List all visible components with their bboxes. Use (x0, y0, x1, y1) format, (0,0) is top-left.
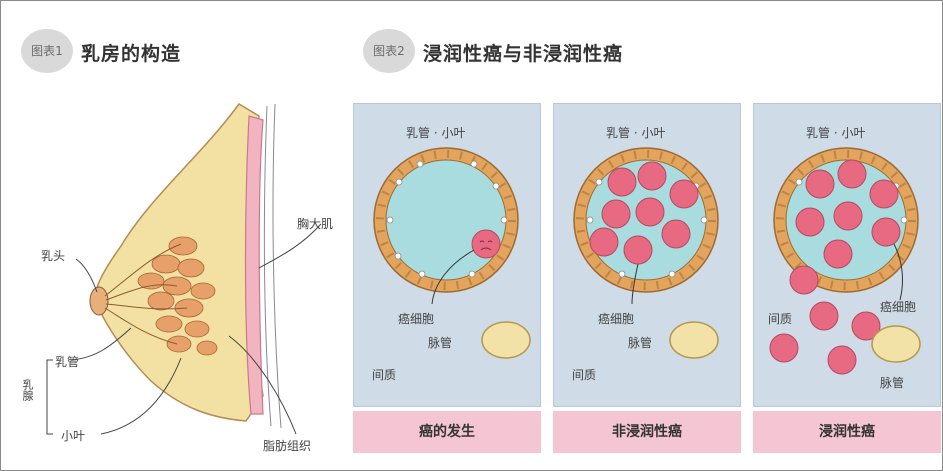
cancer-cell (472, 230, 500, 258)
panel-vessel-label: 脉管 (428, 334, 452, 351)
panel-stroma-label: 间质 (372, 366, 396, 383)
panel-noninvasive: 乳管 · 小叶 癌细胞 脉管 间质 (553, 103, 741, 407)
panel-invasive: 乳管 · 小叶 癌细胞 间质 脉管 (753, 103, 941, 407)
duct-cross-section (554, 104, 740, 406)
leader-nipple (76, 259, 97, 292)
panel-cell-label: 癌细胞 (880, 298, 916, 315)
rib-line (264, 106, 271, 426)
caption-noninvasive: 非浸润性癌 (553, 411, 741, 453)
rib-line (273, 104, 281, 428)
panel-cell-label: 癌细胞 (398, 310, 434, 327)
figure1-title: 乳房的构造 (81, 39, 181, 66)
figure1-badge: 图表1 (21, 29, 73, 73)
label-duct: 乳管 (55, 353, 79, 370)
label-fat-tissue: 脂肪组织 (263, 437, 311, 454)
caption-cancer-onset: 癌的发生 (353, 411, 541, 453)
panel-vessel-label: 脉管 (628, 334, 652, 351)
caption-invasive: 浸润性癌 (753, 411, 941, 453)
panel-cell-label: 癌细胞 (598, 310, 634, 327)
vessel (482, 322, 530, 358)
duct-cross-section (754, 104, 940, 406)
label-lobule: 小叶 (61, 427, 85, 444)
nipple-shape (90, 287, 108, 315)
duct-cross-section (354, 104, 540, 406)
vessel (872, 326, 920, 362)
label-pectoralis: 胸大肌 (297, 215, 333, 232)
panel-cancer-onset: 乳管 · 小叶 癌细胞 脉管 间质 (353, 103, 541, 407)
label-mammary-gland: 乳腺 (19, 379, 35, 401)
gland-bracket (47, 360, 53, 434)
label-nipple: 乳头 (41, 247, 65, 264)
figure2-title: 浸润性癌与非浸润性癌 (423, 39, 623, 66)
vessel (670, 322, 718, 358)
panel-stroma-label: 间质 (768, 310, 792, 327)
figure2-badge: 图表2 (363, 29, 415, 73)
panel-vessel-label: 脉管 (880, 374, 904, 391)
breast-anatomy-illustration (1, 96, 341, 466)
panel-stroma-label: 间质 (572, 366, 596, 383)
